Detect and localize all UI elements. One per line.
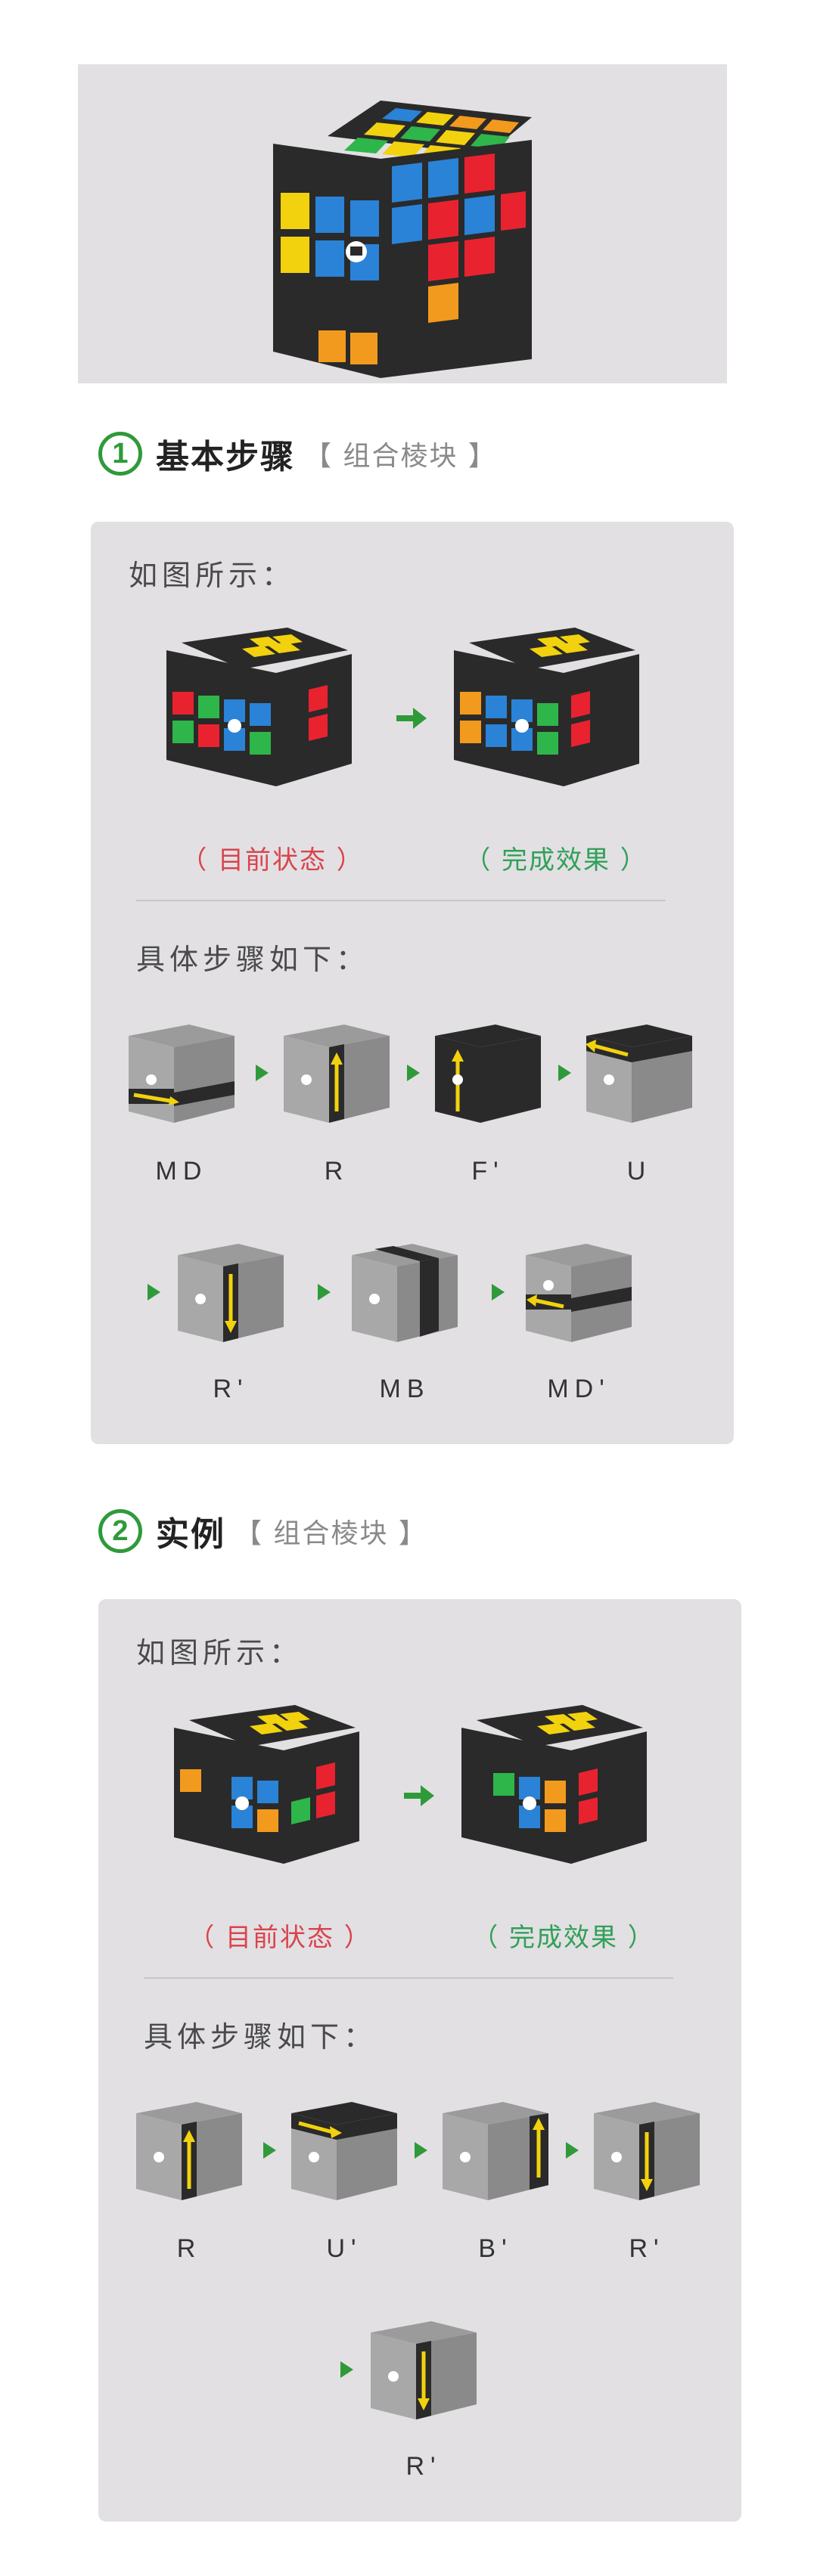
section2-move-label: R': [405, 2452, 442, 2481]
section2-step1-cube: [136, 2102, 242, 2200]
section1-step2-cube: [284, 1025, 390, 1123]
section1-number-badge: 1: [98, 432, 142, 476]
section2-header: 2 实例 【 组合棱块 】: [98, 1501, 427, 1561]
section1-header: 1 基本步骤 【 组合棱块 】: [98, 423, 497, 484]
hero-cube-top: [328, 101, 532, 161]
section1-step-arrow-icon: [256, 1065, 269, 1081]
section1-after-label: （ 完成效果 ）: [464, 845, 648, 876]
section1-step-arrow-icon: [407, 1065, 420, 1081]
section2-intro: 如图所示：: [136, 1636, 303, 1669]
section2-move-label: R': [629, 2234, 665, 2263]
section1-after-cube: [454, 628, 639, 786]
section2-subtitle: 【 组合棱块 】: [235, 1518, 427, 1549]
section1-step3-cube: [435, 1025, 541, 1123]
section2-number-badge: 2: [98, 1509, 142, 1553]
section1-move-label: F': [471, 1157, 505, 1186]
section1-before-label: （ 目前状态 ）: [181, 845, 364, 876]
section2-before-label: （ 目前状态 ）: [188, 1923, 371, 1953]
section2-step3-cube: [443, 2102, 548, 2200]
section2-step-arrow-icon: [415, 2142, 427, 2159]
section2-title: 实例: [156, 1515, 225, 1554]
section1-steps-label: 具体步骤如下：: [136, 943, 370, 976]
section1-intro: 如图所示：: [129, 559, 296, 592]
hero-cube-right: [381, 140, 532, 378]
section2-move-label: R: [176, 2234, 202, 2263]
section1-move-label: MD': [547, 1375, 610, 1403]
section1-move-label: R: [324, 1157, 349, 1186]
section2-step-arrow-icon: [263, 2142, 276, 2159]
section1-move-label: U: [626, 1157, 652, 1186]
section2-before-cube: [174, 1705, 359, 1864]
section1-step-arrow-icon: [148, 1284, 160, 1300]
section2-steps-label: 具体步骤如下：: [144, 2020, 377, 2054]
hero-cube-left: [273, 144, 381, 378]
section2-step2-cube: [291, 2102, 397, 2200]
section2-step4-cube: [594, 2102, 700, 2200]
section1-panel: 如图所示：: [91, 522, 734, 1444]
section2-result-arrow-icon: [404, 1785, 434, 1806]
section2-divider: [144, 1977, 673, 1979]
section1-step-arrow-icon: [558, 1065, 571, 1081]
section2-move-label: U': [326, 2234, 362, 2263]
section1-step5-cube: [178, 1244, 284, 1342]
section1-step-arrow-icon: [318, 1284, 331, 1300]
section1-divider: [136, 900, 666, 901]
section2-after-label: （ 完成效果 ）: [472, 1923, 655, 1953]
section2-panel: 如图所示： （ 目前状: [98, 1599, 741, 2522]
hero-cube-illustration: [273, 101, 532, 378]
section1-result-arrow-icon: [396, 708, 427, 729]
section1-move-label: MD: [155, 1157, 208, 1186]
section1-move-label: R': [213, 1375, 249, 1403]
section2-after-cube: [461, 1705, 647, 1864]
section1-step4-cube: [586, 1025, 692, 1123]
section2-step-arrow-icon: [340, 2361, 353, 2378]
section2-step-arrow-icon: [566, 2142, 579, 2159]
section1-step1-cube: [129, 1025, 235, 1123]
section1-step7-cube: [526, 1244, 632, 1342]
section2-step5-cube: [371, 2321, 477, 2419]
section1-move-label: MB: [379, 1375, 430, 1403]
section1-step-arrow-icon: [492, 1284, 505, 1300]
section1-step6-cube: [352, 1244, 458, 1342]
section2-move-label: B': [478, 2234, 513, 2263]
section1-title: 基本步骤: [156, 438, 295, 476]
section1-subtitle: 【 组合棱块 】: [304, 441, 497, 472]
hero-image: [78, 64, 727, 383]
section1-before-cube: [166, 628, 352, 786]
